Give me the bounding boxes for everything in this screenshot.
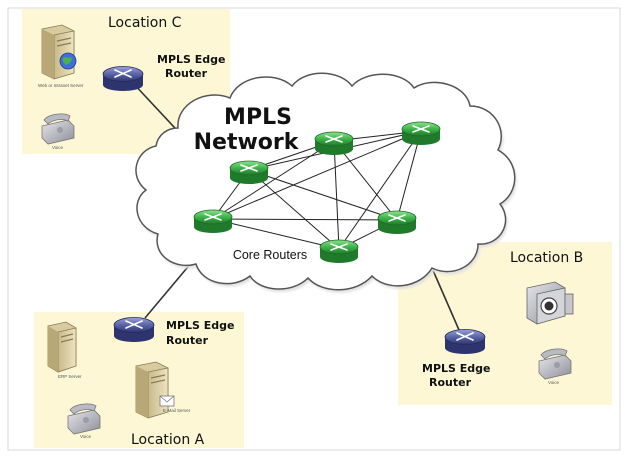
edge-router-b-label-2: Router <box>429 376 472 389</box>
server-tower-icon <box>47 321 77 373</box>
core-router-4[interactable] <box>193 209 233 233</box>
envelope-icon <box>159 395 175 407</box>
router-icon <box>125 320 143 329</box>
router-icon <box>456 332 474 341</box>
phone-a-caption: Voice <box>80 434 92 439</box>
edge-router-c-label-2: Router <box>165 67 208 80</box>
network-title-line2: Network <box>194 130 300 155</box>
erp-server[interactable] <box>47 321 77 373</box>
network-title-line1: MPLS <box>224 105 292 130</box>
edge-router-b[interactable] <box>444 329 486 355</box>
router-icon <box>114 69 132 78</box>
location-c-title: Location C <box>108 15 182 31</box>
router-icon <box>412 125 430 133</box>
erp-server-caption: ERP Server <box>58 374 82 379</box>
edge-router-a-label-1: MPLS Edge <box>166 319 235 332</box>
core-router-2[interactable] <box>314 131 354 155</box>
router-icon <box>388 214 406 222</box>
core-router-5[interactable] <box>377 210 417 234</box>
router-icon <box>240 164 258 172</box>
telephone-icon <box>41 113 75 145</box>
telephone-icon <box>538 348 572 380</box>
phone-a[interactable] <box>67 403 101 435</box>
phone-b[interactable] <box>538 348 572 380</box>
router-icon <box>325 135 343 143</box>
edge-router-c[interactable] <box>102 66 144 92</box>
core-router-3[interactable] <box>401 121 441 145</box>
core-router-6[interactable] <box>319 239 359 263</box>
web-server-caption: Web or Intranet Server <box>38 83 84 88</box>
phone-b-caption: Voice <box>548 380 560 385</box>
edge-router-a-label-2: Router <box>166 334 209 347</box>
mail-server[interactable] <box>135 361 175 419</box>
router-icon <box>204 213 222 221</box>
edge-router-c-label-1: MPLS Edge <box>157 53 226 66</box>
core-routers-label: Core Routers <box>233 248 307 262</box>
router-icon <box>330 243 348 251</box>
edge-router-a[interactable] <box>113 317 155 343</box>
mail-server-caption: E-Mail Server <box>163 408 191 413</box>
video-camera[interactable] <box>526 281 574 325</box>
link-edge-b <box>431 267 460 331</box>
globe-icon <box>59 52 77 70</box>
server-tower-icon <box>41 24 75 80</box>
location-b-title: Location B <box>510 250 583 266</box>
location-a-title: Location A <box>131 432 205 448</box>
core-router-1[interactable] <box>229 160 269 184</box>
video-camera-icon <box>526 281 574 325</box>
link-edge-a <box>144 261 193 319</box>
web-server[interactable] <box>41 24 77 80</box>
telephone-icon <box>67 403 101 435</box>
edge-router-b-label-1: MPLS Edge <box>422 362 491 375</box>
phone-c[interactable] <box>41 113 75 145</box>
phone-c-caption: Voice <box>52 145 64 150</box>
